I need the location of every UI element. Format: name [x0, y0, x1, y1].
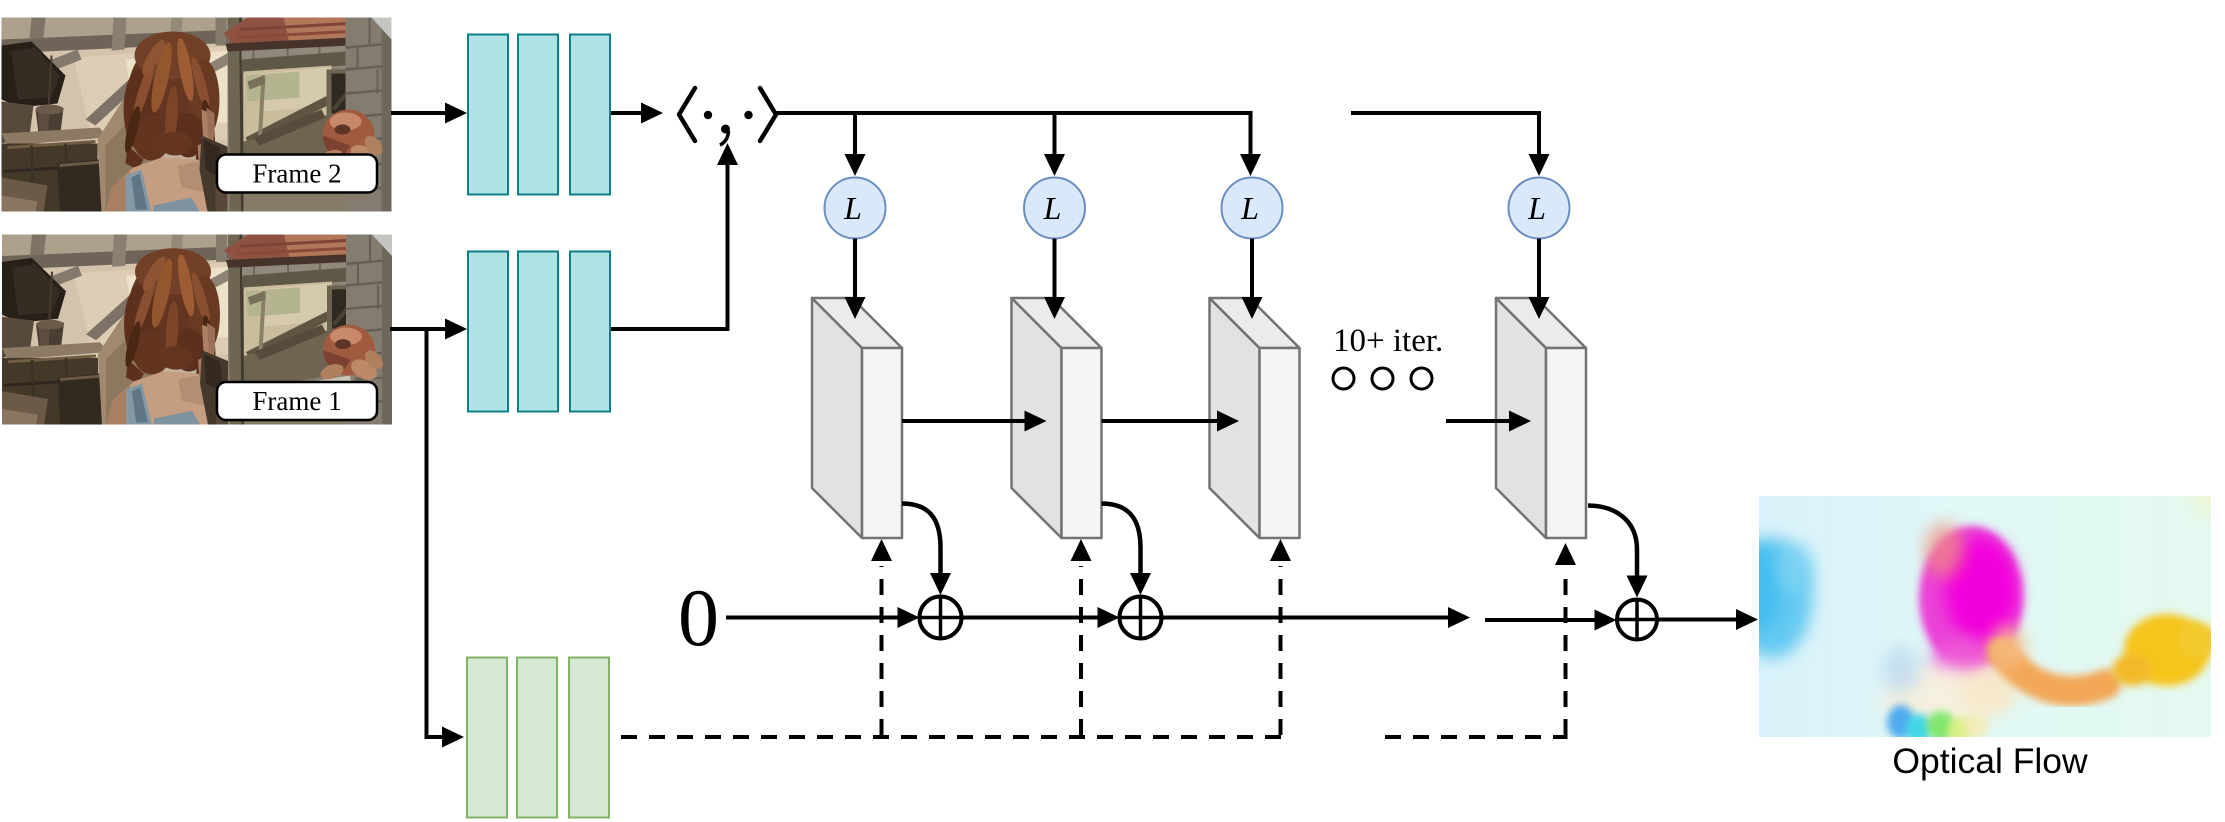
svg-text:L: L — [1043, 190, 1062, 226]
svg-text:Frame 1: Frame 1 — [252, 386, 341, 416]
svg-text:Optical Flow: Optical Flow — [1892, 741, 2088, 781]
svg-text:Frame 2: Frame 2 — [252, 159, 341, 189]
svg-text:L: L — [843, 190, 862, 226]
svg-text:L: L — [1527, 190, 1546, 226]
svg-text:0: 0 — [678, 572, 719, 663]
svg-text:10+ iter.: 10+ iter. — [1333, 323, 1443, 359]
svg-text:L: L — [1240, 190, 1259, 226]
